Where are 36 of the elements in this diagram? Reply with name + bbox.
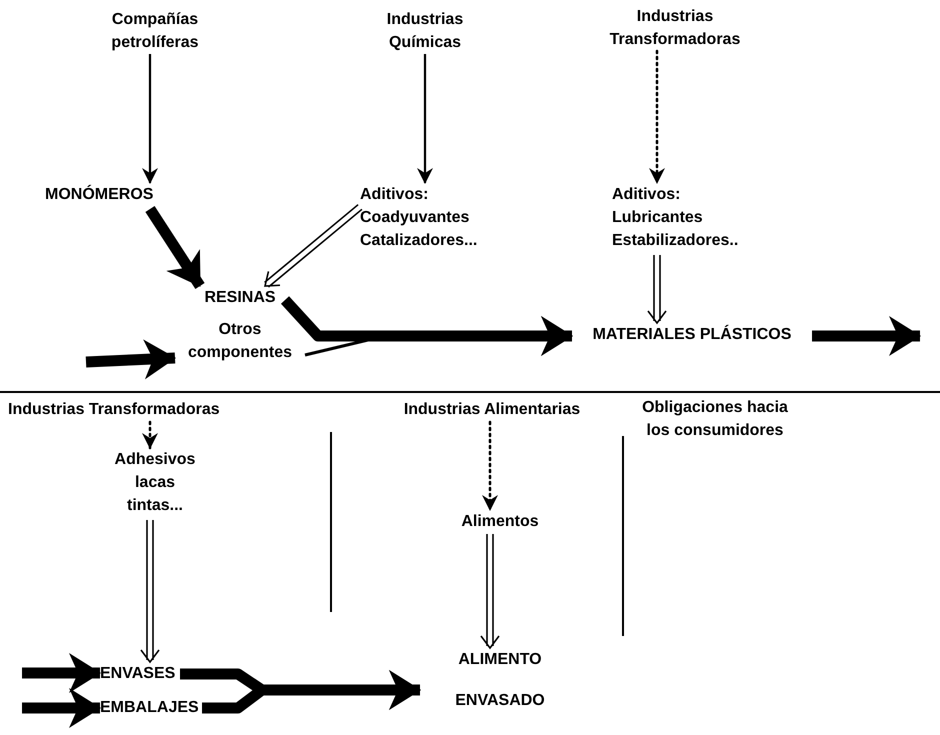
node-label: Industrias Alimentarias <box>404 400 580 420</box>
connector-line <box>304 316 573 356</box>
node-label: Aditivos: <box>612 185 680 205</box>
node-label: Otros componentes <box>186 320 293 363</box>
node-label: Coadyuvantes Catalizadores... <box>360 208 478 251</box>
dotted-arrow <box>142 420 158 450</box>
node-label: Compañías petrolíferas <box>110 10 200 53</box>
node-label: Alimentos <box>461 512 539 532</box>
arrow <box>142 54 158 184</box>
node-label: RESINAS <box>204 288 276 308</box>
node-label: Adhesivos lacas tintas... <box>114 450 196 516</box>
node-label: Aditivos: <box>360 185 428 205</box>
dotted-arrow <box>482 420 498 512</box>
node-label: ENVASES <box>100 664 176 684</box>
node-label: MATERIALES PLÁSTICOS <box>592 324 792 345</box>
thick-arrow <box>22 653 101 693</box>
double-line-arrow <box>480 533 500 650</box>
thick-arrow <box>812 316 921 356</box>
thick-arrow <box>22 688 101 728</box>
double-line-arrow <box>140 519 160 664</box>
node-label: ENVASADO <box>455 691 545 711</box>
node-label: EMBALAJES <box>100 698 199 718</box>
double-line-arrow <box>264 204 363 288</box>
double-line-arrow <box>647 254 667 324</box>
node-label: Industrias Transformadoras <box>608 7 742 50</box>
node-label: Industrias Químicas <box>386 10 464 53</box>
thick-arrow <box>202 670 421 714</box>
node-label: Lubricantes Estabilizadores.. <box>612 208 740 251</box>
arrow <box>417 54 433 184</box>
node-label: Obligaciones hacia los consumidores <box>641 398 789 441</box>
node-label: MONÓMEROS <box>45 184 154 205</box>
thick-arrow <box>86 339 176 380</box>
node-label: Industrias Transformadoras <box>8 400 220 420</box>
dotted-arrow <box>649 50 665 184</box>
thick-arrow <box>145 206 205 289</box>
node-label: ALIMENTO <box>458 650 542 670</box>
